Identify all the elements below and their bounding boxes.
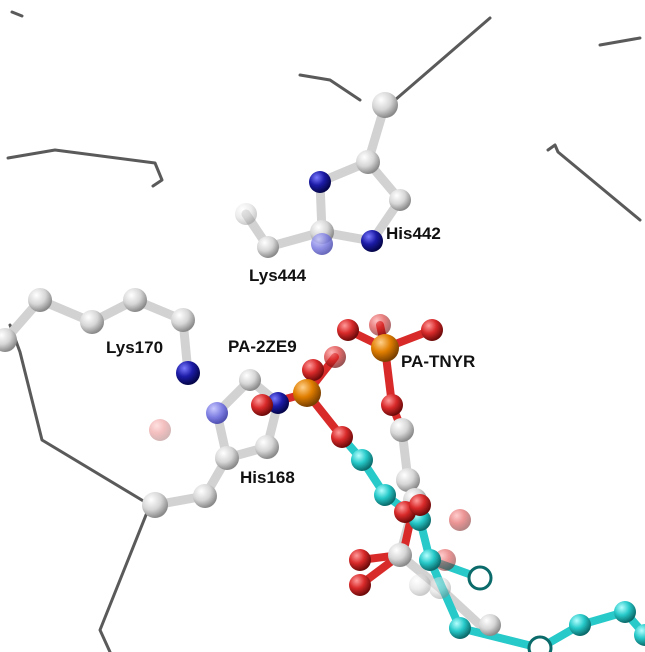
carbon-atom <box>171 308 195 332</box>
oxygen-atom <box>251 394 273 416</box>
nitrogen-atom <box>309 171 331 193</box>
carbon-atom <box>142 492 168 518</box>
oxygen-atom <box>409 494 431 516</box>
phosphorus-atom <box>293 379 321 407</box>
carbon-atom <box>0 328 17 352</box>
ligand-ring-atom <box>467 565 493 591</box>
carbon-atom <box>239 369 261 391</box>
oxygen-atom <box>349 549 371 571</box>
label-lys444: Lys444 <box>249 266 307 285</box>
carbon-atom <box>388 543 412 567</box>
label-pa-2ze9: PA-2ZE9 <box>228 337 297 356</box>
oxygen-atom <box>337 319 359 341</box>
carbon-atom <box>28 288 52 312</box>
ligand-carbon-atom <box>374 484 396 506</box>
label-lys170: Lys170 <box>106 338 163 357</box>
phosphorus-atom <box>371 334 399 362</box>
carbon-atom <box>255 435 279 459</box>
carbon-atom <box>479 614 501 636</box>
nitrogen-atom <box>361 230 383 252</box>
oxygen-atom <box>421 319 443 341</box>
carbon-atom <box>390 418 414 442</box>
carbon-atom <box>356 150 380 174</box>
oxygen-atom <box>302 359 324 381</box>
ligand-carbon-atom <box>419 549 441 571</box>
oxygen-atom-faded <box>149 419 171 441</box>
nitrogen-atom <box>176 361 200 385</box>
carbon-atom <box>396 468 420 492</box>
oxygen-atom <box>349 574 371 596</box>
label-his168: His168 <box>240 468 295 487</box>
ligand-carbon-atom <box>569 614 591 636</box>
carbon-atom-faded <box>235 203 257 225</box>
carbon-atom <box>80 310 104 334</box>
label-his442: His442 <box>386 224 441 243</box>
residue-labels: His442 Lys444 Lys170 PA-2ZE9 PA-TNYR His… <box>106 224 475 487</box>
carbon-atom <box>372 92 398 118</box>
carbon-atom <box>123 288 147 312</box>
carbon-atom <box>389 189 411 211</box>
ligand-carbon-atom <box>449 617 471 639</box>
nitrogen-atom-faded <box>311 233 333 255</box>
carbon-atom-faded <box>429 577 451 599</box>
oxygen-atom <box>331 426 353 448</box>
oxygen-atom-faded <box>324 346 346 368</box>
ligand-ring-atom <box>527 635 553 652</box>
ligand-carbon-atom <box>614 601 636 623</box>
carbon-atom <box>215 446 239 470</box>
nitrogen-atom <box>267 392 289 414</box>
ligand-carbon-atom <box>634 624 645 646</box>
nitrogen-atom-faded <box>206 402 228 424</box>
backbone-trace <box>6 10 642 652</box>
carbon-atom <box>257 236 279 258</box>
label-pa-tnyr: PA-TNYR <box>401 352 475 371</box>
oxygen-atom <box>381 394 403 416</box>
carbon-atom <box>193 484 217 508</box>
atoms <box>0 92 645 652</box>
carbon-atom-faded <box>409 574 431 596</box>
oxygen-atom-faded <box>369 314 391 336</box>
ligand-carbon-atom <box>351 449 373 471</box>
oxygen-atom-faded <box>449 509 471 531</box>
